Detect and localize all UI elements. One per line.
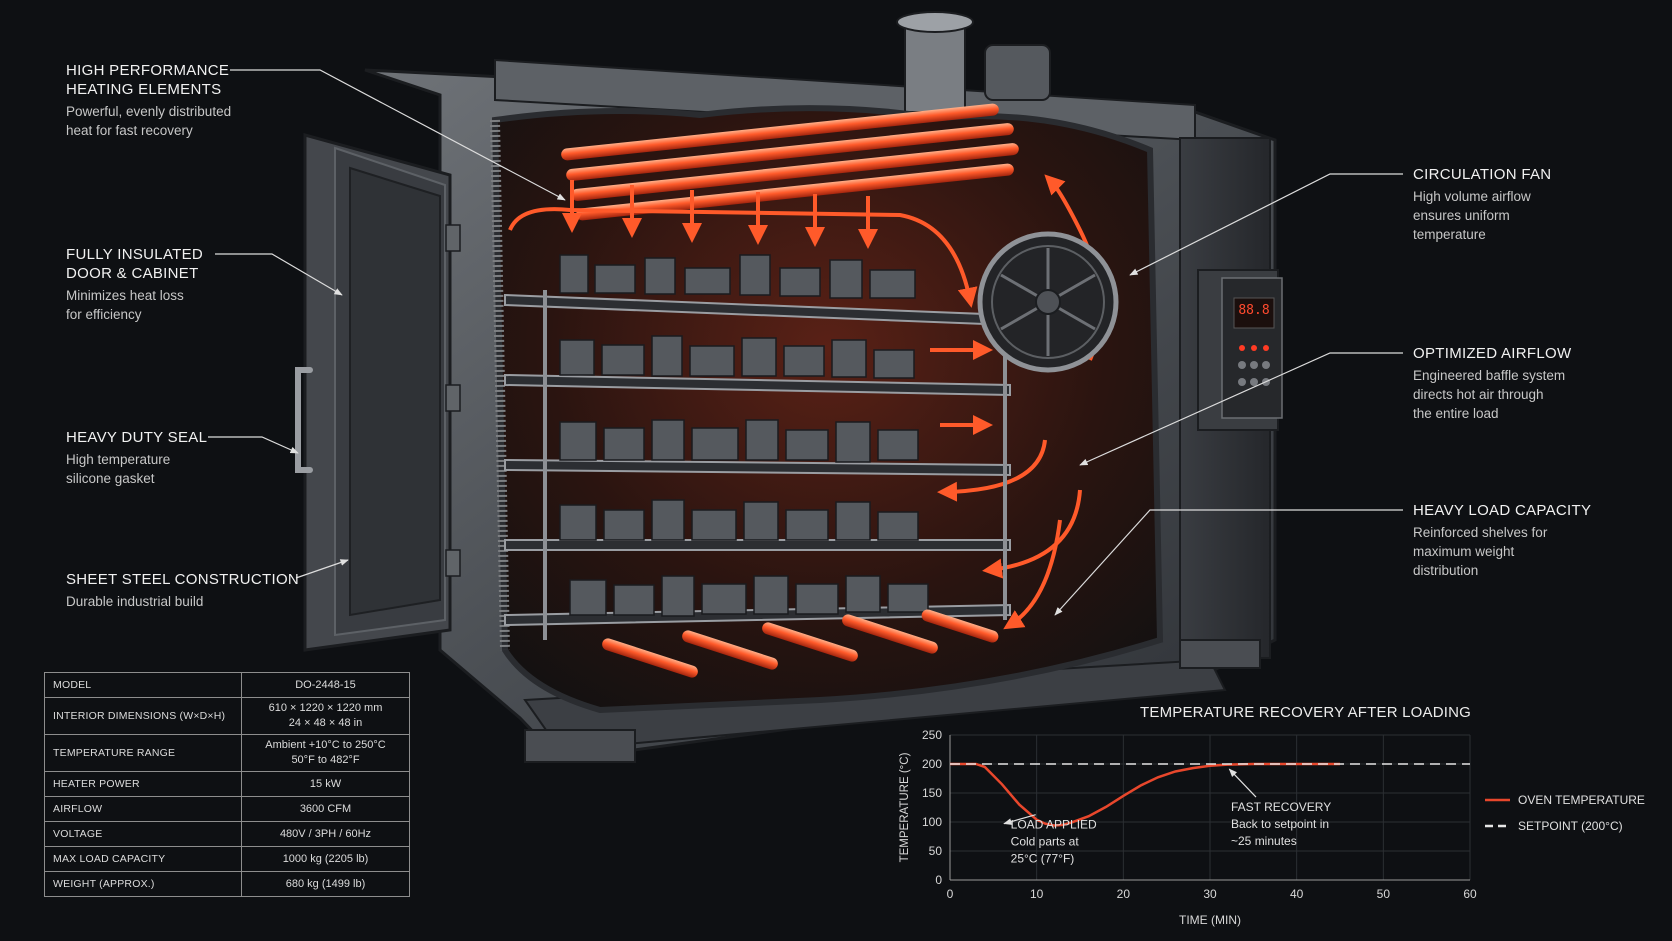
x-tick-label: 40 xyxy=(1290,887,1304,901)
oven-door xyxy=(295,133,461,652)
annotation-arrow xyxy=(1003,814,1036,825)
callout-title: CIRCULATION FAN xyxy=(1413,166,1552,183)
exhaust-stack xyxy=(896,11,1051,113)
callout-title: HEAVY DUTY SEAL xyxy=(66,429,208,446)
callout-heating-elements: HIGH PERFORMANCE HEATING ELEMENTS Powerf… xyxy=(66,61,231,140)
callout-description: Minimizes heat loss for efficiency xyxy=(66,288,184,322)
y-axis-label: TEMPERATURE (°C) xyxy=(899,752,911,862)
annotation-arrow xyxy=(1228,768,1257,798)
x-tick-label: 10 xyxy=(1030,887,1044,901)
spec-label: MODEL xyxy=(44,672,242,698)
y-tick-label: 150 xyxy=(922,786,942,800)
spec-value: 3600 CFM xyxy=(241,796,410,822)
callout-fan: CIRCULATION FAN High volume airflow ensu… xyxy=(1413,165,1551,244)
y-tick-label: 0 xyxy=(935,873,942,887)
spec-label: MAX LOAD CAPACITY xyxy=(44,846,242,872)
callout-title: SHEET STEEL CONSTRUCTION xyxy=(66,571,300,588)
callout-description: High temperature silicone gasket xyxy=(66,452,171,486)
annotation-text: FAST RECOVERY xyxy=(1231,800,1331,814)
callout-title: FULLY INSULATED DOOR & CABINET xyxy=(66,246,204,282)
door-handle xyxy=(295,367,313,473)
callout-description: Durable industrial build xyxy=(66,594,204,609)
x-tick-label: 30 xyxy=(1203,887,1217,901)
x-tick-label: 60 xyxy=(1463,887,1477,901)
spec-value: 15 kW xyxy=(241,771,410,797)
spec-label: VOLTAGE xyxy=(44,821,242,847)
y-tick-label: 50 xyxy=(929,844,943,858)
legend-label: OVEN TEMPERATURE xyxy=(1518,793,1645,807)
x-tick-label: 50 xyxy=(1377,887,1391,901)
spec-label: AIRFLOW xyxy=(44,796,242,822)
controller-display: 88.8 xyxy=(1238,303,1270,318)
x-tick-label: 20 xyxy=(1117,887,1131,901)
callout-title: HEAVY LOAD CAPACITY xyxy=(1413,502,1592,519)
oven-temperature-line xyxy=(950,762,1340,827)
callout-airflow: OPTIMIZED AIRFLOW Engineered baffle syst… xyxy=(1413,344,1571,423)
chart-title: TEMPERATURE RECOVERY AFTER LOADING xyxy=(1140,704,1472,721)
callout-leader-lines xyxy=(208,69,1403,616)
annotation-text: LOAD APPLIED xyxy=(1011,818,1097,832)
y-tick-label: 100 xyxy=(922,815,942,829)
spec-label: INTERIOR DIMENSIONS (W×D×H) xyxy=(44,697,242,735)
spec-value: 480V / 3PH / 60Hz xyxy=(241,821,410,847)
y-tick-label: 250 xyxy=(922,728,942,742)
spec-label: TEMPERATURE RANGE xyxy=(44,734,242,772)
x-tick-label: 0 xyxy=(947,887,954,901)
bottom-heating-elements xyxy=(602,609,999,678)
callout-description: Reinforced shelves for maximum weight di… xyxy=(1413,525,1548,578)
circulation-fan xyxy=(977,231,1119,373)
annotation-text: 25°C (77°F) xyxy=(1011,852,1075,866)
spec-value: 1000 kg (2205 lb) xyxy=(241,846,410,872)
annotation-text: Back to setpoint in xyxy=(1231,817,1329,831)
callout-load-capacity: HEAVY LOAD CAPACITY Reinforced shelves f… xyxy=(1413,501,1591,580)
legend-label: SETPOINT (200°C) xyxy=(1518,819,1623,833)
callout-description: Powerful, evenly distributed heat for fa… xyxy=(66,104,232,138)
spec-label: WEIGHT (APPROX.) xyxy=(44,871,242,897)
annotation-text: ~25 minutes xyxy=(1231,834,1297,848)
table-row: INTERIOR DIMENSIONS (W×D×H)610 × 1220 × … xyxy=(44,697,410,735)
callout-description: High volume airflow ensures uniform temp… xyxy=(1413,189,1531,242)
spec-label: HEATER POWER xyxy=(44,771,242,797)
shelves xyxy=(504,254,1011,640)
top-heating-elements xyxy=(561,103,1019,221)
callout-insulated-door: FULLY INSULATED DOOR & CABINET Minimizes… xyxy=(66,245,203,324)
y-tick-label: 200 xyxy=(922,757,942,771)
spec-value: 680 kg (1499 lb) xyxy=(241,871,410,897)
callout-description: Engineered baffle system directs hot air… xyxy=(1413,368,1566,421)
callout-title: HIGH PERFORMANCE HEATING ELEMENTS xyxy=(66,62,230,98)
spec-value: DO-2448-15 xyxy=(241,672,410,698)
callout-seal: HEAVY DUTY SEAL High temperature silicon… xyxy=(66,428,207,488)
annotation-text: Cold parts at xyxy=(1011,835,1080,849)
x-axis-label: TIME (MIN) xyxy=(1179,913,1241,927)
callout-title: OPTIMIZED AIRFLOW xyxy=(1413,345,1572,362)
control-panel xyxy=(1197,269,1283,431)
callout-construction: SHEET STEEL CONSTRUCTION Durable industr… xyxy=(66,570,299,611)
table-row: WEIGHT (APPROX.)680 kg (1499 lb) xyxy=(44,871,410,897)
